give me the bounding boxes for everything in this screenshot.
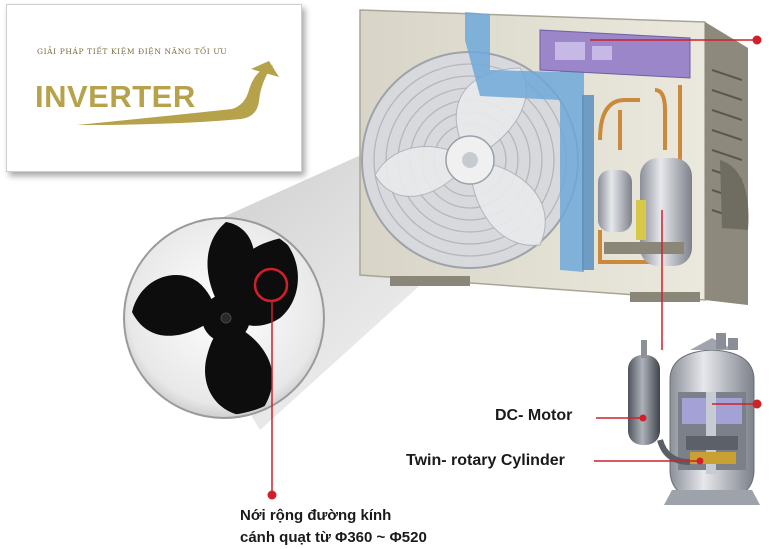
outdoor-unit (359, 9, 749, 305)
inverter-logo-box: GIẢI PHÁP TIẾT KIỆM ĐIỆN NĂNG TỐI ƯU INV… (6, 4, 302, 172)
fan-caption-line1: Nới rộng đường kính (240, 507, 392, 524)
dc-motor-label: DC- Motor (495, 407, 573, 424)
fan-caption: Nới rộng đường kính cánh quạt từ Φ360 ~ … (240, 505, 427, 549)
logo-wordmark: INVERTER (35, 79, 196, 114)
callout-dot-dcmotor (639, 414, 647, 422)
fan-caption-line2: cánh quạt từ Φ360 ~ Φ520 (240, 529, 427, 546)
callout-dot-cylinder (752, 399, 762, 409)
callout-lines (271, 39, 757, 492)
callout-dot-twin (696, 457, 704, 465)
callout-dot-pcb (752, 35, 762, 45)
logo-tagline: GIẢI PHÁP TIẾT KIỆM ĐIỆN NĂNG TỐI ƯU (37, 47, 228, 56)
logo-swoosh-icon (77, 61, 279, 125)
callout-dot-caption (267, 490, 277, 500)
internal-frame (465, 12, 584, 272)
blade-highlight-ring (253, 267, 289, 303)
fan-zoom-circle (123, 217, 325, 419)
compressor-cutaway (628, 333, 760, 505)
twin-rotary-label: Twin- rotary Cylinder (406, 452, 565, 469)
